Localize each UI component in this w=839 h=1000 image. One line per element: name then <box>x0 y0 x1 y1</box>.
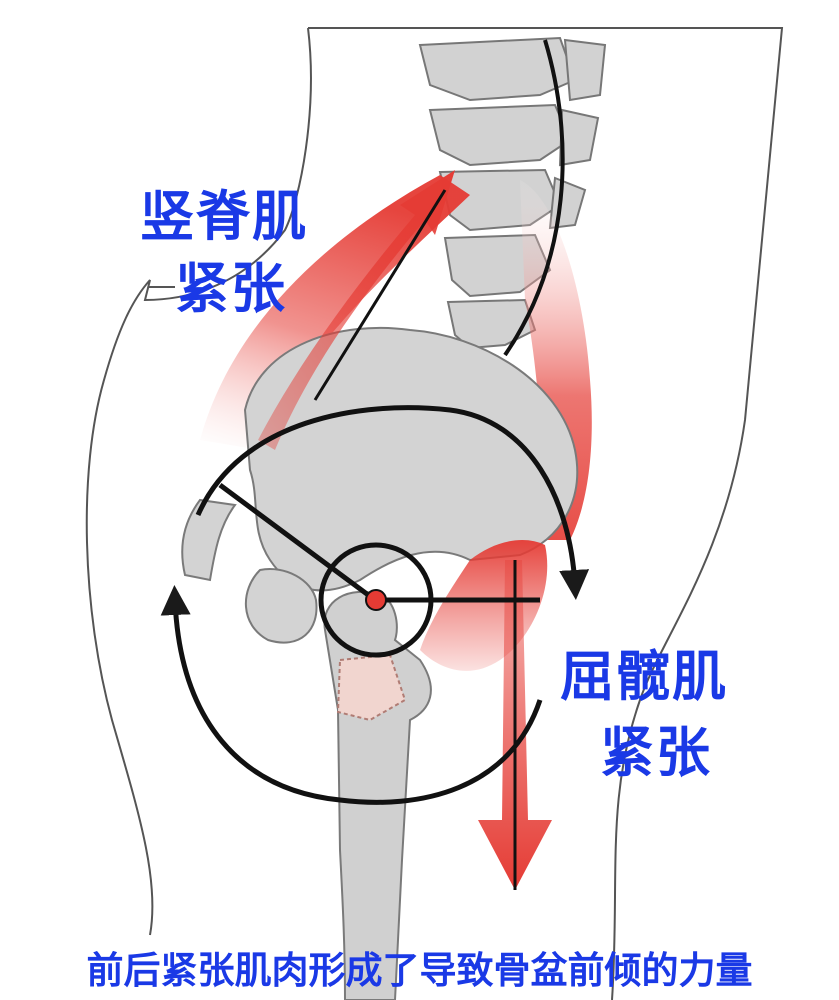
rotation-arc-top <box>195 405 590 600</box>
hip-flexor-tension-label: 紧张 <box>600 721 712 784</box>
lever-line-posterior <box>218 482 377 603</box>
spine-curve <box>503 39 565 357</box>
rotation-arc-bottom <box>160 585 543 805</box>
hip-joint-circle <box>318 542 434 658</box>
rotation-indicators <box>160 39 590 890</box>
erector-line <box>313 189 447 401</box>
erector-spinae-label: 竖脊肌 <box>140 185 308 248</box>
femur <box>323 590 432 1000</box>
pelvis <box>181 326 579 644</box>
erector-force-arrow <box>258 170 455 450</box>
hip-flexor-label: 屈髋肌 <box>560 645 728 708</box>
hip-flexor-muscle <box>420 540 548 671</box>
hip-joint-center <box>365 589 387 611</box>
erector-spinae-tension-label: 紧张 <box>175 257 287 320</box>
body-outline <box>85 27 784 1000</box>
diagram-caption: 前后紧张肌肉形成了导致骨盆前倾的力量 <box>86 949 753 992</box>
